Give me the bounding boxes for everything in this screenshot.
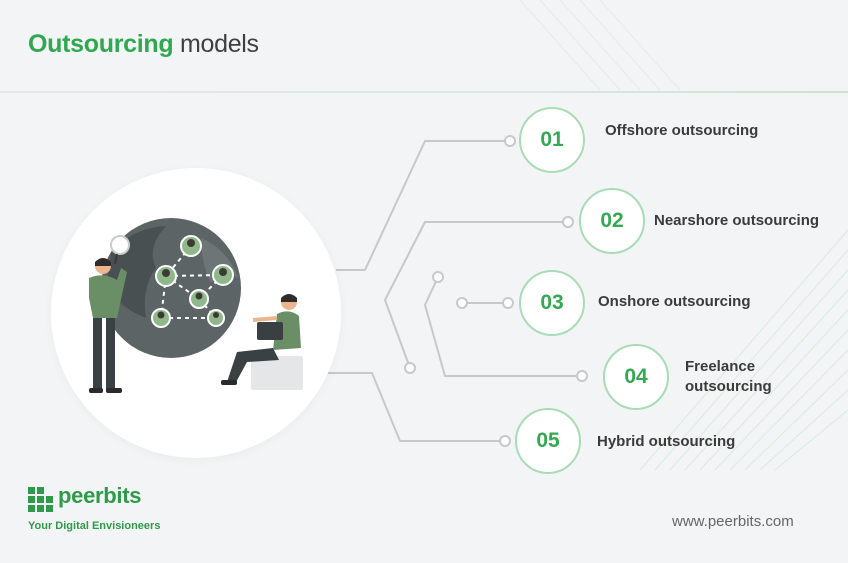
connector-dot [502,297,514,309]
model-label-hybrid: Hybrid outsourcing [597,433,736,450]
connector-04 [424,276,582,377]
header-divider [0,91,848,93]
connector-dot [404,362,416,374]
connector-01 [336,140,510,271]
model-label-nearshore: Nearshore outsourcing [654,212,820,229]
title-accent: Outsourcing [28,30,174,58]
connector-dot [576,370,588,382]
connector-dot [432,271,444,283]
model-number: 01 [540,128,564,151]
connector-05 [300,372,505,442]
brand-tagline: Your Digital Envisioneers [28,520,161,532]
model-label-offshore: Offshore outsourcing [605,122,759,139]
model-badge-05: 05 [515,408,581,474]
peerbits-logo-icon [28,487,53,512]
page-title: Outsourcing models [28,30,259,59]
people-network-illustration [89,218,303,393]
brand-name: peerbits [58,483,142,508]
model-badge-04: 04 [603,344,669,410]
model-label-freelance: Freelance outsourcing [685,358,772,395]
website-url: www.peerbits.com [672,513,794,530]
connector-02 [384,221,568,369]
model-label-onshore: Onshore outsourcing [598,293,751,310]
model-number: 03 [540,291,564,314]
connector-dot [562,216,574,228]
model-badge-03: 03 [519,270,585,336]
connector-dot [456,297,468,309]
model-badge-01: 01 [519,107,585,173]
connector-dot [504,135,516,147]
model-number: 04 [624,365,648,388]
title-rest: models [179,30,259,58]
connector-dot [499,435,511,447]
model-number: 05 [536,429,560,452]
model-badge-02: 02 [579,188,645,254]
model-number: 02 [600,209,624,232]
